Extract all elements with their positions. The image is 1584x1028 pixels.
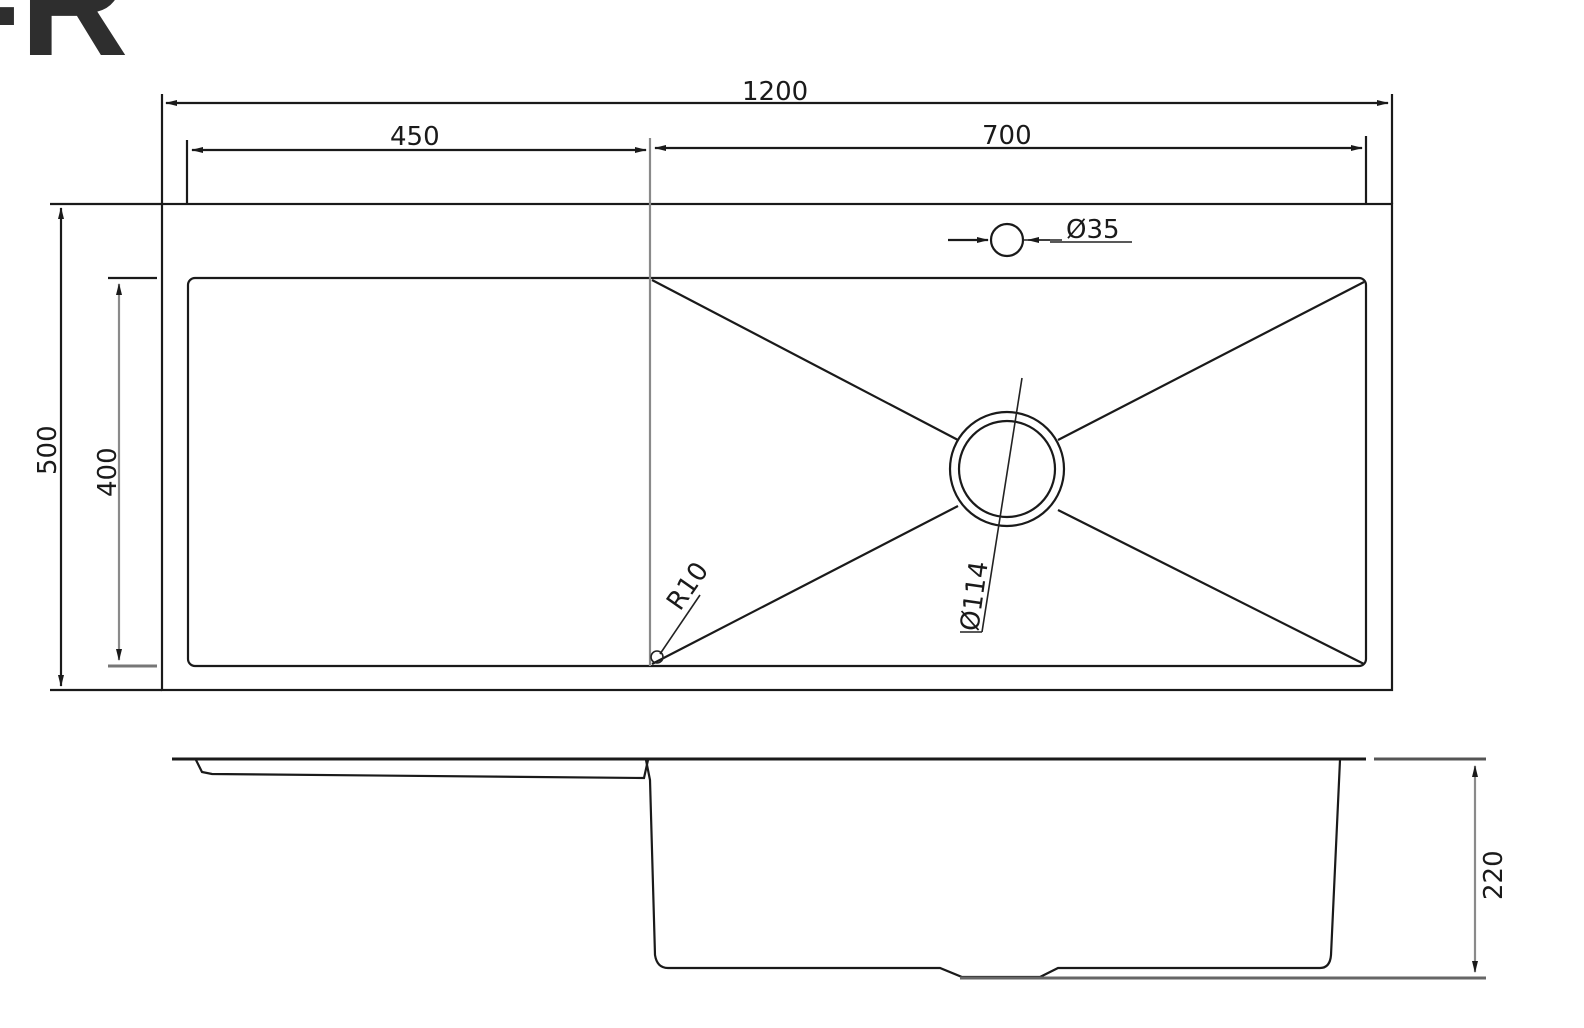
- bowl-slope-lines: [651, 279, 1365, 665]
- tap-hole-icon: [948, 222, 1132, 258]
- tap-hole-label: Ø35: [1066, 215, 1120, 245]
- bowl-width-label: 400: [93, 447, 123, 497]
- drain-diameter-label: Ø114: [955, 559, 994, 633]
- dimension-bowl-width: [108, 276, 157, 668]
- svg-text:-R: -R: [0, 0, 128, 87]
- overall-width-label: 500: [33, 425, 63, 475]
- sink-outline: [160, 202, 1394, 692]
- title-fragment: -R: [0, 0, 128, 87]
- dimension-bowl-length: [654, 136, 1368, 204]
- side-view: [172, 757, 1486, 980]
- corner-radius-label: R10: [661, 557, 715, 616]
- drainboard-length-label: 450: [390, 122, 440, 152]
- dimension-drainboard-length: [185, 140, 647, 204]
- drain-icon: [948, 377, 1066, 633]
- corner-radius-leader: [650, 594, 701, 664]
- dimension-overall-length: [160, 94, 1394, 204]
- dimension-overall-width: [50, 202, 162, 692]
- top-view: Ø114 Ø35 R10 1200 450: [33, 77, 1394, 692]
- bowl-depth-label: 220: [1479, 850, 1509, 900]
- inner-outline: [186, 276, 1368, 668]
- bowl-length-label: 700: [982, 121, 1032, 151]
- overall-length-label: 1200: [742, 77, 808, 107]
